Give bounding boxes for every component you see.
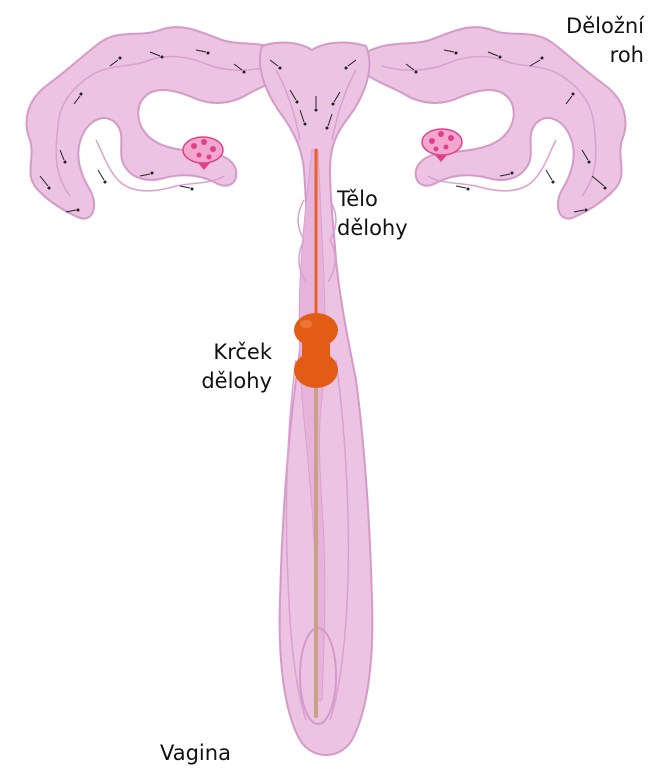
uterine-body-label: Tělo dělohy: [337, 185, 408, 243]
left-uterine-horn: [27, 27, 286, 219]
cervix-label: Krček dělohy: [160, 338, 272, 396]
vagina-label: Vagina: [160, 739, 231, 768]
uterine-body-label-line1: Tělo: [337, 185, 408, 214]
cervix-label-line2: dělohy: [160, 367, 272, 396]
cervix-label-line1: Krček: [160, 338, 272, 367]
uterine-body-label-line2: dělohy: [337, 214, 408, 243]
uterine-horn-label-line2: roh: [548, 41, 644, 70]
uterine-horn-label: Děložní roh: [548, 12, 644, 70]
uterine-horn-label-line1: Děložní: [548, 12, 644, 41]
